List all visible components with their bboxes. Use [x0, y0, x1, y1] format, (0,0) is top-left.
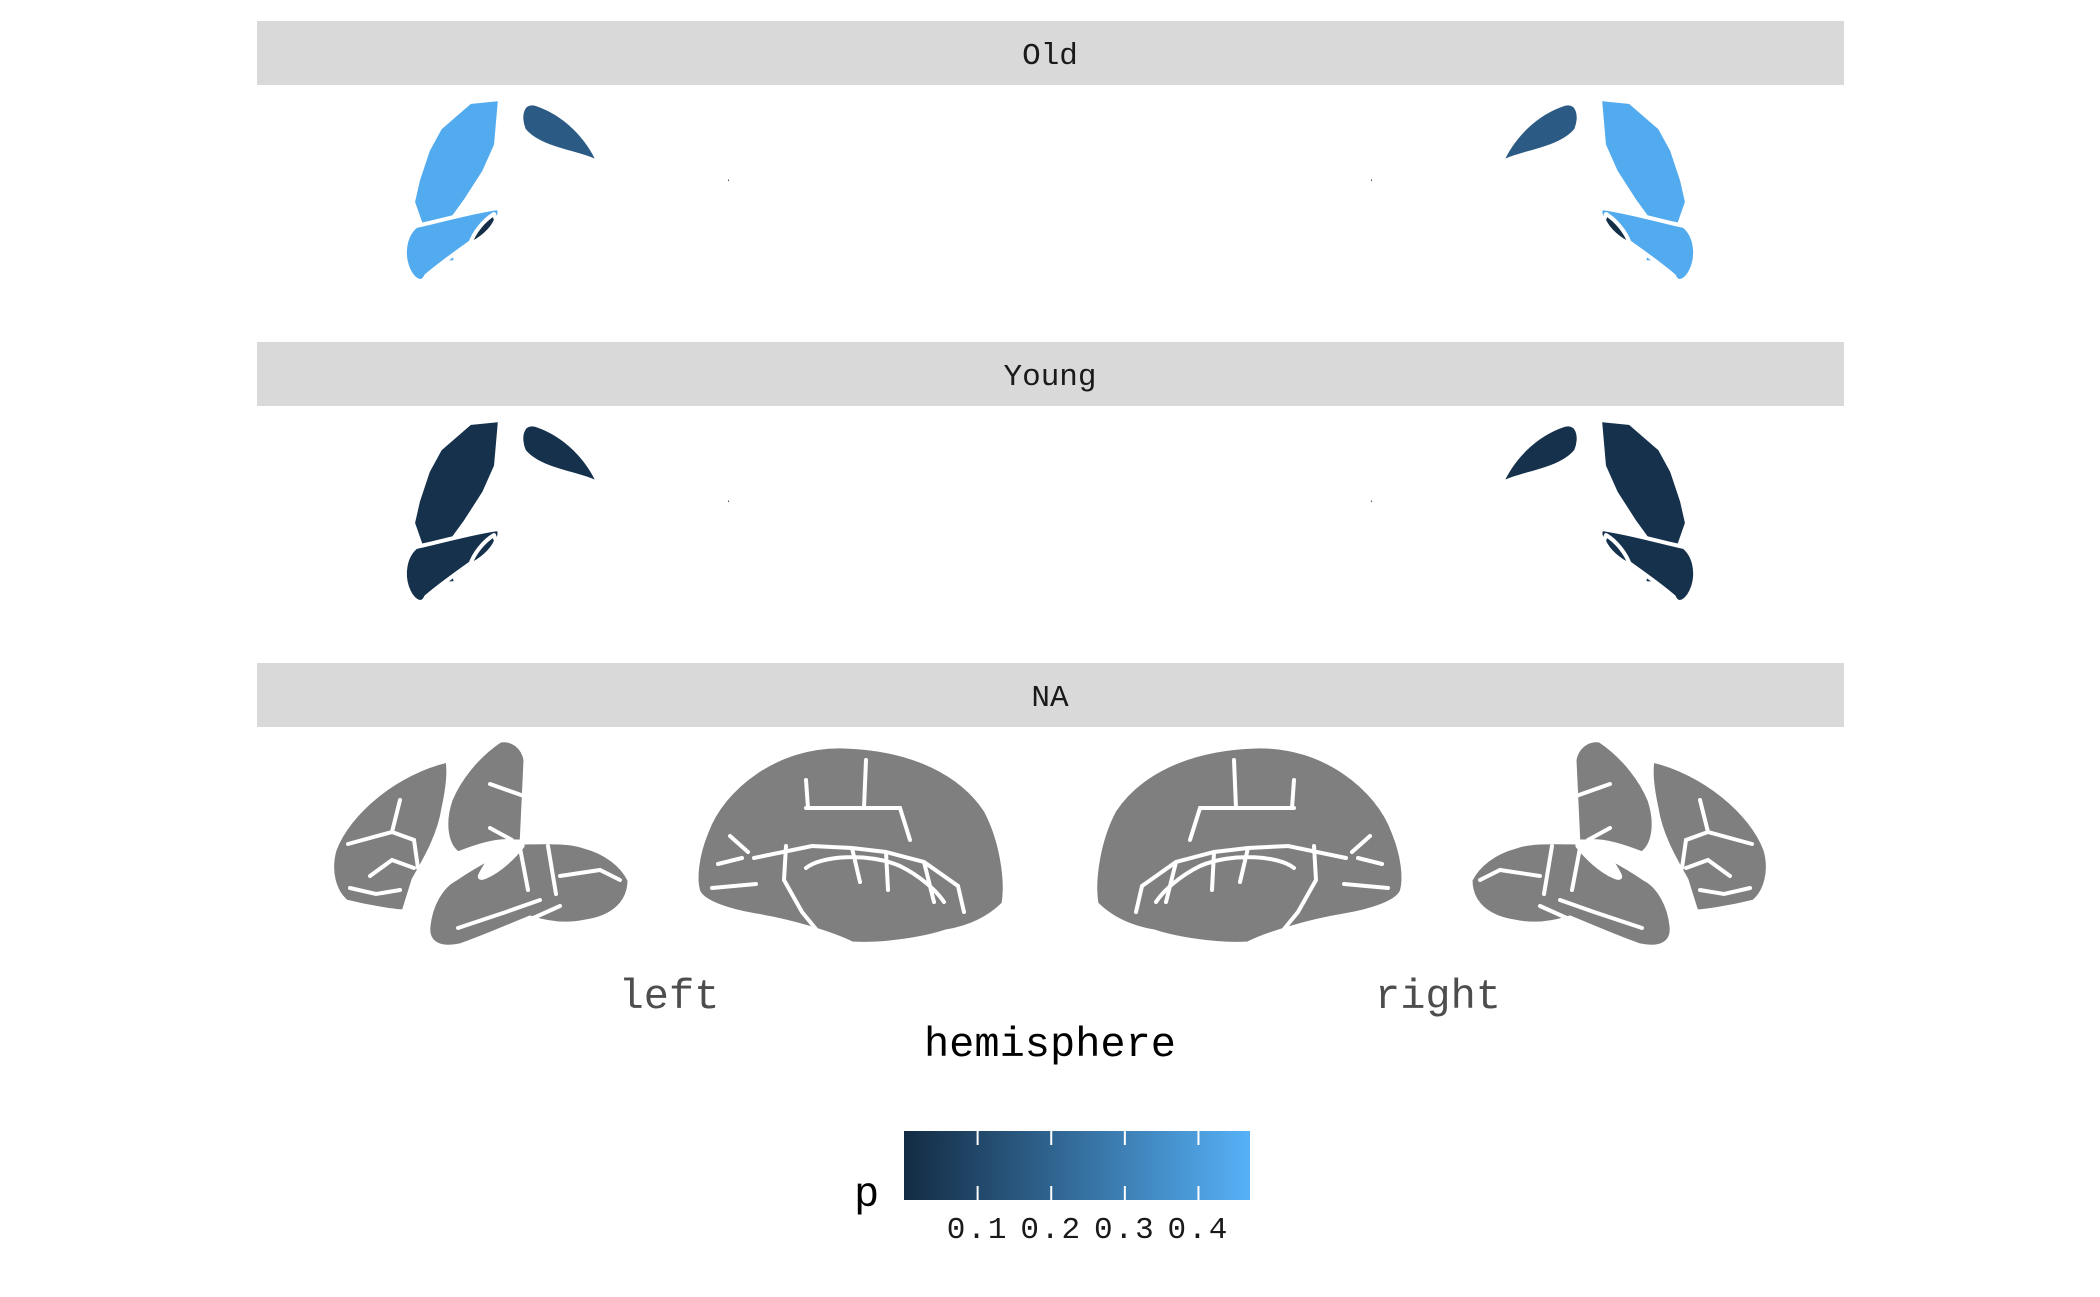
legend-tick-label: 0.3	[1094, 1213, 1156, 1248]
facet-na: NA	[257, 663, 1844, 950]
na-left-medial	[693, 743, 1008, 947]
old-left-hemisphere	[402, 97, 734, 283]
young-lh-sliver-region	[723, 493, 734, 509]
na-right-lateral	[1467, 737, 1771, 950]
color-legend: p 0.1 0.2 0.3 0.4	[854, 1131, 1250, 1248]
old-right-hemisphere	[1366, 97, 1698, 283]
na-right-medial	[1092, 743, 1407, 947]
young-left-hemisphere	[402, 418, 734, 604]
x-tick-right: right	[1375, 973, 1501, 1021]
legend-tick-label: 0.1	[947, 1213, 1009, 1248]
x-axis: left right hemisphere	[619, 973, 1501, 1069]
x-axis-title: hemisphere	[924, 1021, 1176, 1069]
facet-label-young: Young	[1003, 360, 1096, 395]
old-rh-sliver-region	[1366, 172, 1377, 188]
facet-young: Young	[257, 342, 1844, 604]
legend-tick-label: 0.2	[1020, 1213, 1082, 1248]
young-lh-lat-cap-region	[519, 422, 601, 486]
legend-colorbar	[904, 1131, 1250, 1200]
legend-tick-label: 0.4	[1168, 1213, 1230, 1248]
young-right-hemisphere	[1366, 418, 1698, 604]
old-lh-sliver-region	[723, 172, 734, 188]
facet-strip-young	[257, 342, 1844, 406]
young-rh-sliver-region	[1366, 493, 1377, 509]
legend-title: p	[854, 1171, 879, 1219]
facet-label-na: NA	[1031, 681, 1069, 716]
facet-old: Old	[257, 21, 1844, 283]
young-rh-lat-cap-region	[1499, 422, 1581, 486]
na-left-lateral	[329, 737, 633, 950]
facet-strip-old	[257, 21, 1844, 85]
legend-ticks: 0.1 0.2 0.3 0.4	[947, 1131, 1230, 1248]
facet-strip-na	[257, 663, 1844, 727]
old-rh-lat-cap-region	[1499, 101, 1581, 165]
old-lh-lat-cap-region	[519, 101, 601, 165]
x-tick-left: left	[619, 973, 720, 1021]
facet-label-old: Old	[1022, 39, 1078, 74]
